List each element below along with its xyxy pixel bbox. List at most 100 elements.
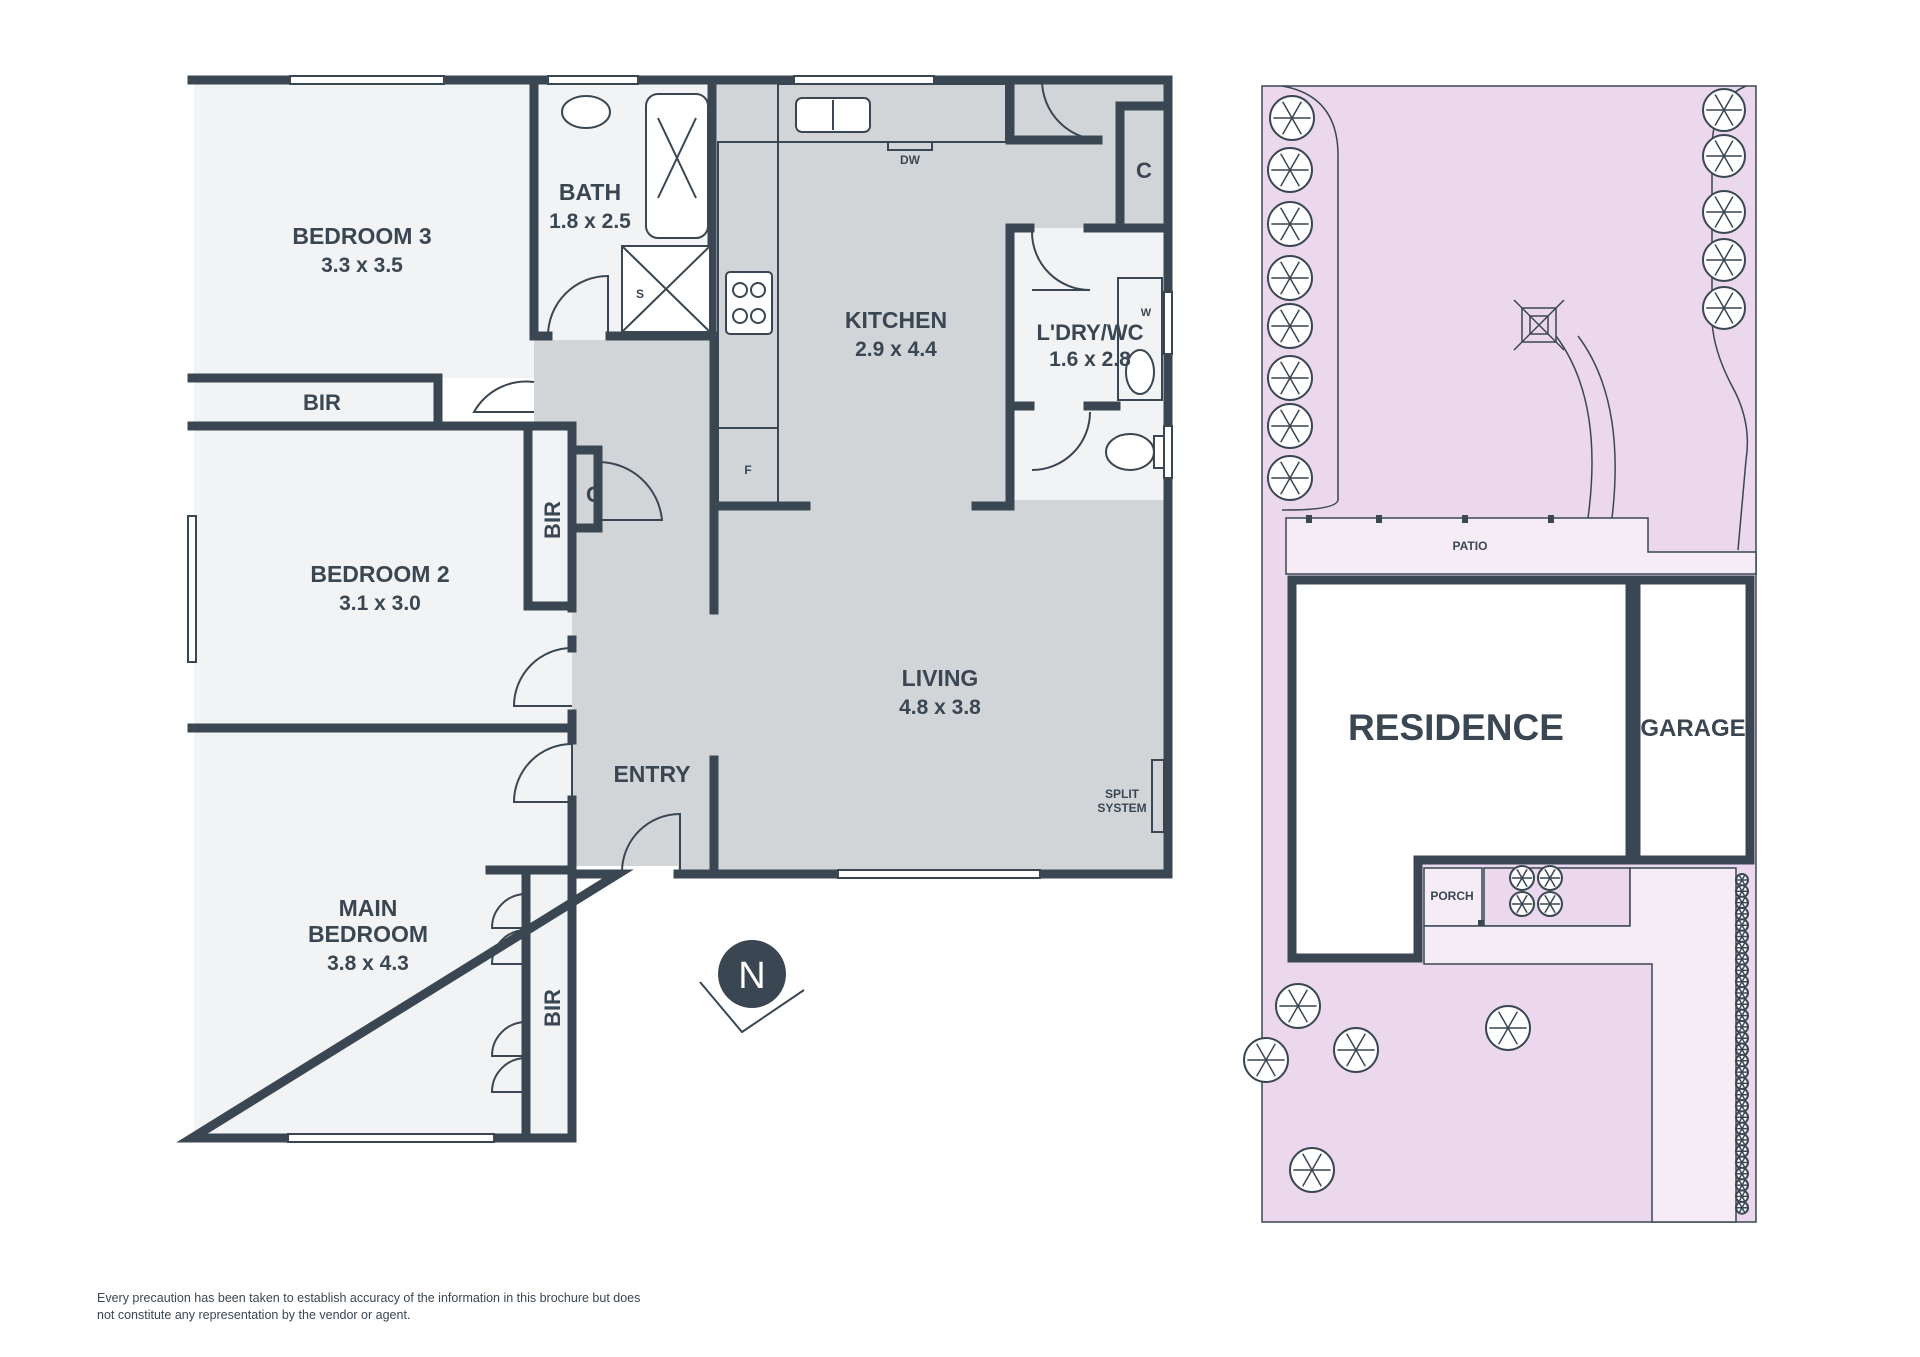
- room-dim-bedroom2: 3.1 x 3.0: [339, 592, 421, 615]
- garden-path: [1555, 335, 1616, 519]
- cooktop: [725, 271, 773, 335]
- tree-icon: [1735, 1065, 1749, 1080]
- dishwasher: [887, 141, 933, 151]
- room-dim-bedroom3: 3.3 x 3.5: [321, 254, 403, 277]
- front-driveway: [1423, 867, 1737, 1223]
- door-laundry: [1031, 231, 1091, 291]
- label-split-system-1: SPLIT: [1105, 787, 1140, 801]
- patio-post: [1462, 515, 1468, 523]
- patio-post: [1376, 515, 1382, 523]
- window-bedroom2: [187, 515, 197, 663]
- compass-circle: [718, 940, 786, 1008]
- label-garage: GARAGE: [1640, 715, 1745, 742]
- cupboard-right-wall: [1005, 75, 1173, 145]
- tree-icon: [1735, 884, 1749, 899]
- window-wc: [1163, 425, 1173, 479]
- door-bedroom3: [472, 380, 535, 413]
- tree-icon: [1735, 1019, 1749, 1034]
- label-washer: W: [1141, 307, 1152, 319]
- burner: [732, 308, 748, 324]
- tree-icon: [1269, 95, 1315, 141]
- clothesline-icon: [1513, 299, 1565, 351]
- room-dim-bath: 1.8 x 2.5: [549, 210, 631, 233]
- tree-icon: [1735, 1099, 1749, 1113]
- tree-icon: [1735, 1031, 1749, 1046]
- label-cupboard-kitchen: C: [1136, 158, 1152, 183]
- tree-icon: [1537, 891, 1563, 917]
- label-bir-bedroom3: BIR: [303, 390, 341, 415]
- tree-icon: [1243, 1037, 1289, 1083]
- room-label-main-bedroom-2: BEDROOM: [308, 921, 428, 947]
- tree-icon: [1735, 895, 1749, 910]
- tree-icon: [1289, 1147, 1335, 1193]
- room-label-living: LIVING: [902, 665, 979, 691]
- tree-icon: [1735, 1042, 1749, 1057]
- label-fridge: F: [744, 463, 751, 477]
- tree-icon: [1735, 1008, 1749, 1023]
- bath-basin: [561, 95, 611, 129]
- bedroom2-bir-wall: [523, 421, 577, 611]
- tree-icon: [1735, 906, 1749, 921]
- tree-icon: [1735, 1087, 1749, 1102]
- tree-icon: [1735, 873, 1749, 887]
- tree-icon: [1267, 355, 1313, 401]
- porch-post: [1478, 920, 1484, 926]
- label-split-system-2: SYSTEM: [1097, 801, 1146, 815]
- room-dim-kitchen: 2.9 x 4.4: [855, 338, 937, 361]
- compass-chevron: [699, 981, 805, 1034]
- tree-icon: [1267, 455, 1313, 501]
- room-label-bedroom3: BEDROOM 3: [292, 223, 431, 249]
- north-compass: N: [699, 940, 805, 1034]
- laundry-trough: [1125, 349, 1155, 395]
- tree-icon: [1735, 1110, 1749, 1125]
- tree-icon: [1735, 929, 1749, 944]
- label-shower: S: [636, 287, 644, 301]
- label-residence: RESIDENCE: [1348, 707, 1564, 748]
- tree-icon: [1735, 940, 1749, 955]
- label-porch: PORCH: [1430, 889, 1473, 903]
- cupboard-c-wall: [567, 445, 603, 533]
- tree-icon: [1267, 255, 1313, 301]
- window-living: [837, 869, 1041, 879]
- garage-footprint: [1631, 575, 1755, 865]
- tree-icon: [1702, 88, 1746, 132]
- room-dim-laundry: 1.6 x 2.8: [1049, 348, 1131, 371]
- tree-icon: [1485, 1005, 1531, 1051]
- window-laundry: [1163, 291, 1173, 355]
- room-label-bath: BATH: [559, 179, 621, 205]
- washer-space: [1117, 277, 1163, 401]
- residence-footprint: [1287, 575, 1635, 963]
- tree-icon: [1735, 1076, 1749, 1091]
- door-kitchen-c: [1041, 79, 1103, 141]
- tree-icon: [1735, 974, 1749, 989]
- bedroom2-floor: [194, 428, 572, 726]
- room-label-main-bedroom-1: MAIN: [339, 895, 398, 921]
- window-main-bedroom: [287, 1133, 495, 1143]
- tree-icon: [1735, 918, 1749, 933]
- door-bath: [547, 274, 609, 337]
- tree-icon: [1702, 286, 1746, 330]
- door-main-bedroom: [512, 743, 573, 803]
- window-bath: [547, 75, 639, 85]
- tree-icon: [1735, 1166, 1749, 1181]
- tree-icon: [1735, 1053, 1749, 1068]
- label-patio: PATIO: [1453, 539, 1488, 553]
- tree-icon: [1333, 1027, 1379, 1073]
- label-bir-main: BIR: [540, 989, 565, 1027]
- room-dim-main-bedroom: 3.8 x 4.3: [327, 952, 409, 975]
- tree-icon: [1509, 865, 1535, 891]
- tree-icon: [1275, 983, 1321, 1029]
- tree-icon: [1735, 1189, 1749, 1204]
- bathtub-inner: [657, 117, 697, 199]
- tree-icon: [1735, 1144, 1749, 1159]
- tree-icon: [1267, 201, 1313, 247]
- compass-letter: N: [738, 955, 765, 997]
- bedroom3-floor: [194, 82, 534, 378]
- disclaimer-text: Every precaution has been taken to estab…: [97, 1291, 641, 1322]
- tree-icon: [1267, 403, 1313, 449]
- room-label-entry: ENTRY: [613, 761, 690, 787]
- rear-garden-edge-left: [1281, 85, 1339, 511]
- tree-icon: [1702, 190, 1746, 234]
- tree-icon: [1267, 303, 1313, 349]
- shower-cross: [621, 245, 711, 333]
